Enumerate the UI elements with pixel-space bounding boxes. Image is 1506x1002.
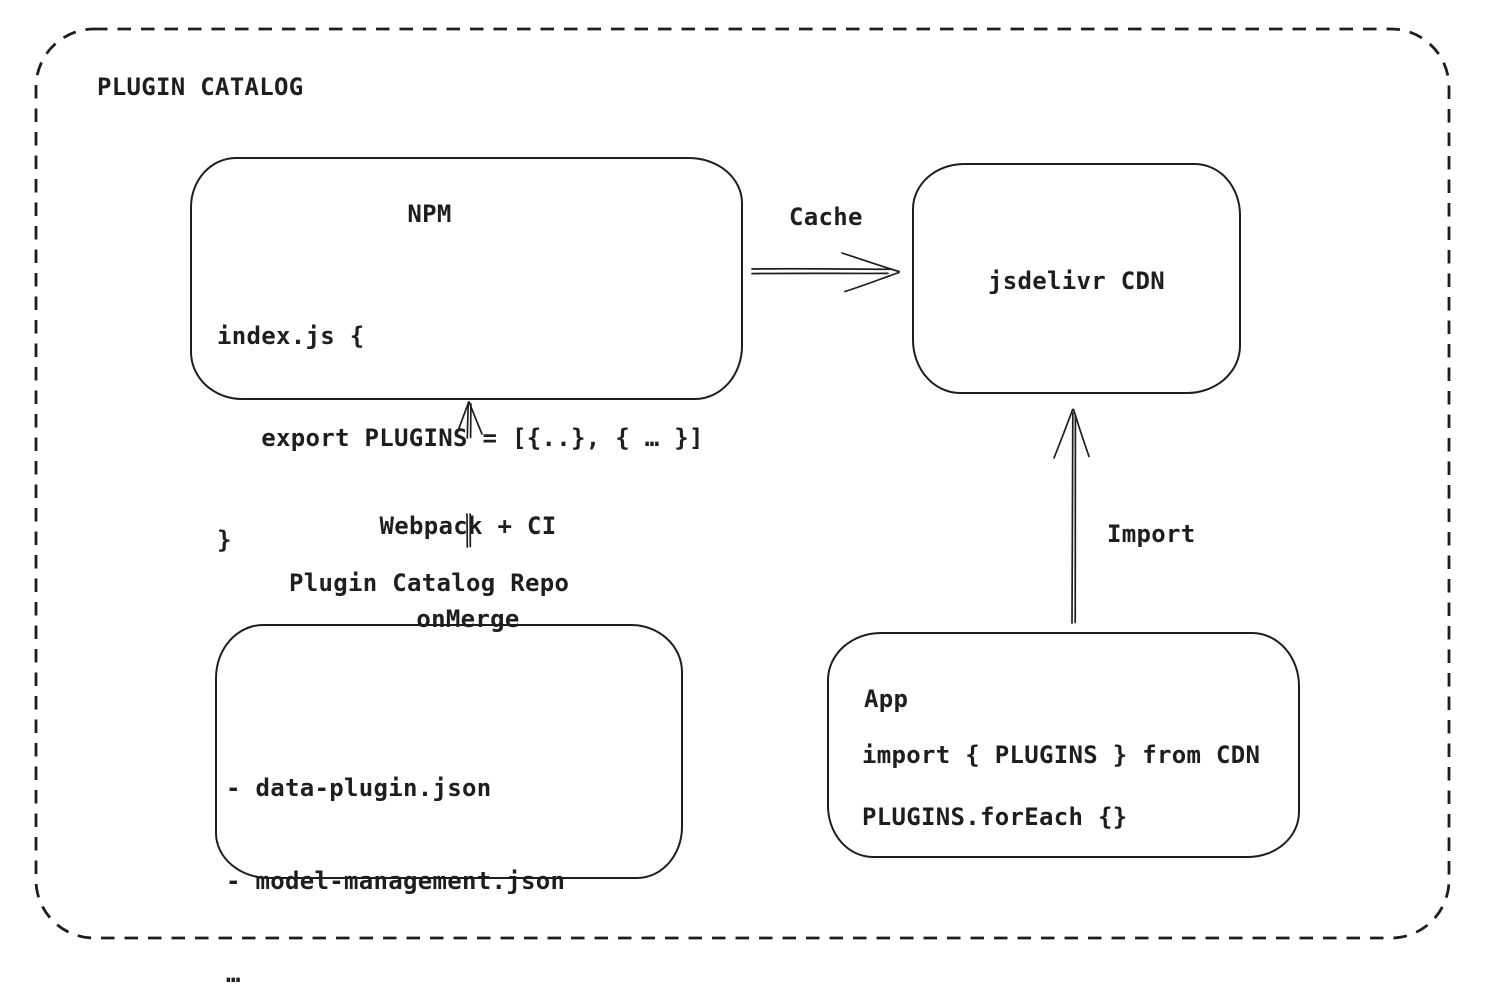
- cache-arrow[interactable]: [751, 252, 900, 293]
- npm-node-title: NPM: [407, 200, 452, 228]
- npm-code-line: index.js {: [217, 322, 365, 350]
- app-code-line: import { PLUGINS } from CDN: [862, 741, 1261, 769]
- npm-node[interactable]: NPM index.js { export PLUGINS = [{..}, {…: [190, 157, 743, 554]
- build-arrow[interactable]: [455, 401, 483, 439]
- arrow-shaft-line: [751, 267, 892, 271]
- arrow-head-barb: [841, 252, 900, 273]
- repo-file-item: …: [226, 960, 241, 988]
- repo-file-list: - data-plugin.json - model-management.js…: [226, 711, 565, 1002]
- build-arrow-label[interactable]: Webpack + CI onMerge: [338, 449, 598, 697]
- npm-code-line: }: [217, 526, 232, 554]
- repo-file-item: - data-plugin.json: [226, 774, 492, 802]
- app-node-title: App: [864, 685, 909, 713]
- import-arrow-label[interactable]: Import: [1107, 520, 1196, 548]
- build-arrow-label-line: onMerge: [416, 605, 520, 633]
- catalog-frame[interactable]: [34, 27, 1451, 940]
- arrow-head-barb: [844, 271, 900, 293]
- arrow-head-barb: [455, 401, 470, 437]
- arrow-head-barb: [1053, 408, 1074, 459]
- arrow-head-barb: [468, 401, 483, 435]
- cache-arrow-label[interactable]: Cache: [789, 203, 863, 231]
- build-connector-segment[interactable]: [466, 513, 472, 548]
- arrow-shaft-line: [466, 402, 470, 439]
- repo-file-item: - model-management.json: [226, 867, 566, 895]
- npm-code-line: export PLUGINS = [{..}, { … }]: [217, 424, 704, 452]
- arrow-head-barb: [1072, 408, 1090, 458]
- app-code-line: PLUGINS.forEach {}: [862, 803, 1128, 831]
- repo-node[interactable]: - data-plugin.json - model-management.js…: [215, 624, 683, 988]
- build-arrow-label-line: Webpack + CI: [379, 512, 557, 540]
- arrow-shaft-line: [1071, 412, 1074, 624]
- cdn-node-label: jsdelivr CDN: [988, 267, 1165, 295]
- catalog-frame-title[interactable]: PLUGIN CATALOG: [97, 73, 304, 101]
- npm-code-block: index.js { export PLUGINS = [{..}, { … }…: [217, 251, 704, 625]
- app-node[interactable]: App import { PLUGINS } from CDN PLUGINS.…: [827, 632, 1300, 858]
- cdn-node[interactable]: jsdelivr CDN: [912, 163, 1241, 394]
- repo-node-label[interactable]: Plugin Catalog Repo: [289, 569, 570, 597]
- import-arrow[interactable]: [1053, 408, 1090, 624]
